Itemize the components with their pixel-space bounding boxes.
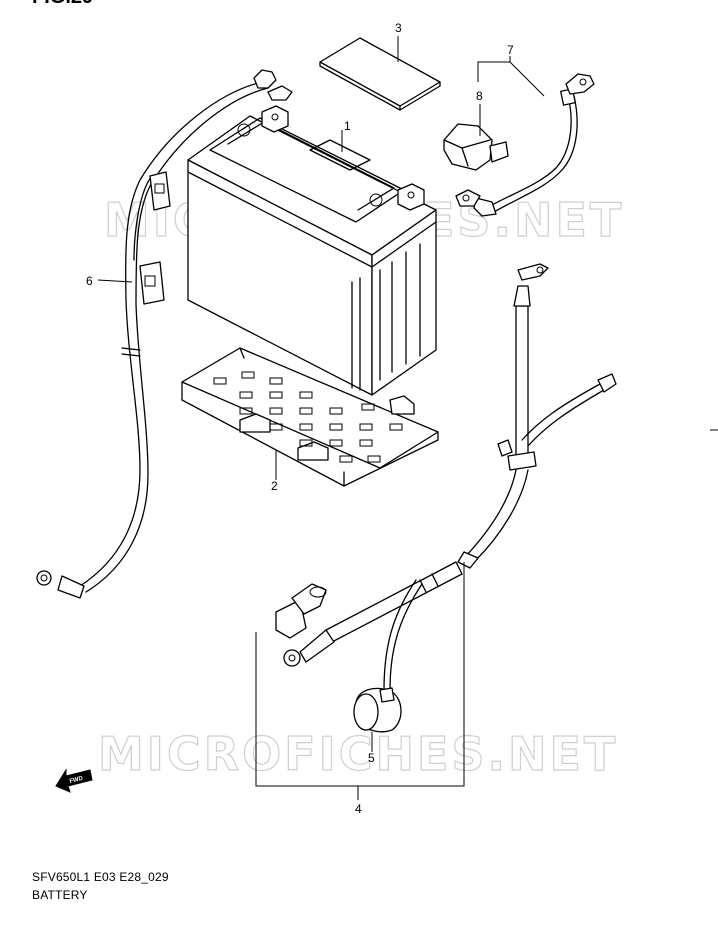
callout-8: 8	[476, 89, 483, 103]
callout-3: 3	[395, 21, 402, 35]
figure-title: FIG.29	[32, 0, 93, 9]
cover-part	[443, 123, 509, 171]
fwd-arrow-icon: FWD	[55, 768, 93, 793]
callout-numbers: 1 2 3 4 5 6 7 8	[86, 21, 514, 816]
callout-6: 6	[86, 274, 93, 288]
pad-part	[319, 37, 441, 111]
callout-5: 5	[368, 751, 375, 765]
tray-slots	[213, 371, 403, 463]
harness-part	[36, 69, 293, 599]
cap-part	[353, 687, 402, 733]
callout-leaders	[97, 36, 545, 800]
battery-part	[187, 105, 437, 396]
cable-set-part	[275, 263, 617, 733]
callout-4: 4	[355, 802, 362, 816]
figure-code: SFV650L1 E03 E28_029	[32, 870, 169, 884]
callout-7: 7	[507, 43, 514, 57]
neg-lead-part	[455, 73, 595, 217]
fwd-label: FWD	[69, 776, 84, 785]
callout-1: 1	[344, 119, 351, 133]
watermark-bottom: MICROFICHES.NET	[98, 727, 618, 781]
tray-part	[181, 347, 439, 487]
callout-2: 2	[271, 479, 278, 493]
figure-name: BATTERY	[32, 888, 88, 902]
